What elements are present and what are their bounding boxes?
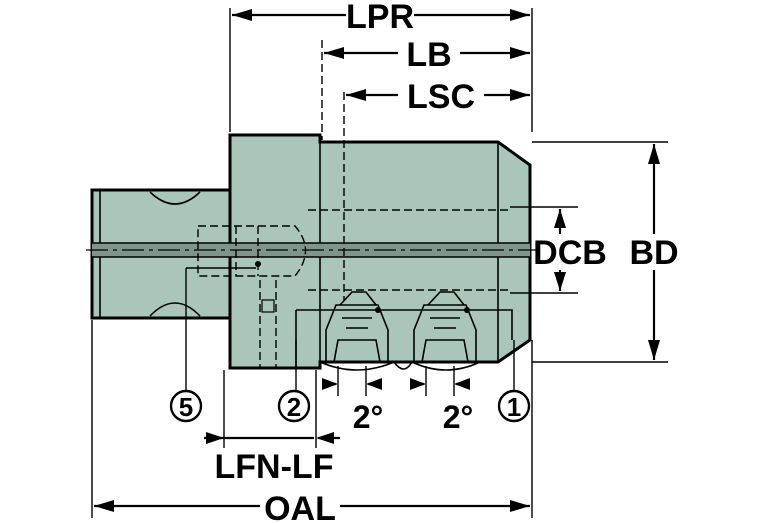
dim-dcb: DCB [533, 209, 607, 291]
callout-2: 2 [277, 340, 311, 423]
body-outline [228, 133, 532, 370]
label-lsc: LSC [407, 78, 475, 116]
pocket-point [255, 261, 261, 267]
bottom-scallops [319, 360, 481, 371]
dim-oal: OAL [94, 490, 530, 523]
callout-1: 1 [497, 340, 531, 423]
tool-body [86, 40, 536, 371]
callout-5: 5 [169, 267, 256, 423]
dim-lpr: LPR [232, 0, 530, 36]
label-angle-right: 2° [443, 399, 474, 435]
label-bd: BD [629, 234, 678, 272]
screw-pocket [197, 225, 307, 277]
dim-lb: LB [324, 36, 530, 74]
label-oal: OAL [264, 490, 336, 523]
dim-lsc: LSC [346, 78, 530, 116]
callout-2-label: 2 [287, 392, 301, 422]
label-lfn-lf: LFN-LF [215, 448, 334, 486]
label-angle-left: 2° [353, 399, 384, 435]
insert-right [413, 291, 477, 363]
shank-arc-bottom [149, 302, 201, 317]
insert-left [325, 291, 389, 363]
label-lb: LB [406, 36, 451, 74]
angle-left: 2° [322, 378, 383, 435]
seat-outline [296, 309, 513, 340]
callout-5-label: 5 [179, 392, 193, 422]
label-lpr: LPR [346, 0, 414, 36]
angle-right: 2° [410, 378, 473, 435]
dim-lfn-lf: LFN-LF [204, 432, 340, 486]
shank-arc-top [149, 191, 201, 205]
dim-bd: BD [629, 144, 679, 360]
callout-1-label: 1 [507, 392, 521, 422]
label-dcb: DCB [533, 234, 607, 272]
extension-lines [91, 8, 668, 518]
